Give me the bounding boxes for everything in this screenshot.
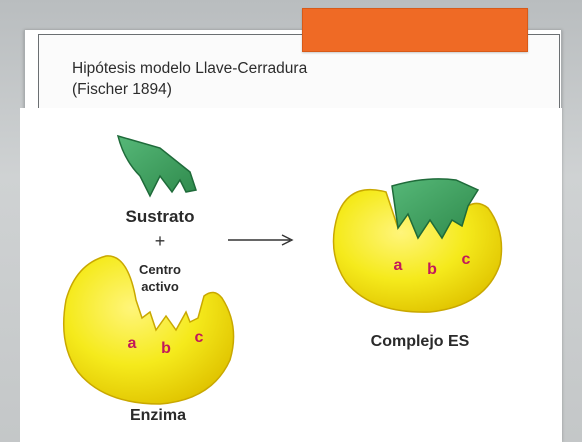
enzyme-label: Enzima bbox=[130, 407, 186, 424]
active-site-label-1: Centro bbox=[139, 262, 181, 277]
plus-sign: + bbox=[155, 231, 166, 251]
substrate-shape bbox=[118, 136, 196, 196]
active-site-label-2: activo bbox=[141, 279, 179, 294]
site-a-complex: a bbox=[394, 257, 403, 274]
complex-label: Complejo ES bbox=[371, 333, 470, 350]
site-b-complex: b bbox=[427, 261, 437, 278]
site-c-free: c bbox=[195, 329, 204, 346]
site-a-free: a bbox=[128, 335, 137, 352]
site-b-free: b bbox=[161, 340, 171, 357]
substrate-label: Sustrato bbox=[126, 207, 195, 226]
reaction-arrow bbox=[228, 235, 292, 245]
site-c-complex: c bbox=[462, 251, 471, 268]
